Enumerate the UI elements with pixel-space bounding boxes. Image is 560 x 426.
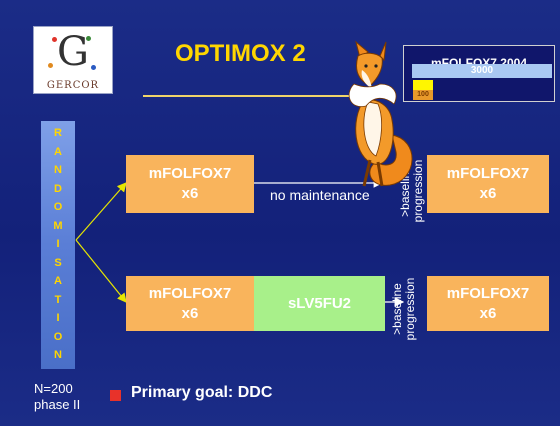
title-underline [143, 95, 383, 97]
slide-title: OPTIMOX 2 [175, 40, 306, 67]
arm1-maintenance-text: no maintenance [270, 187, 370, 203]
dose-bar-label: 3000 [470, 65, 494, 76]
arm1-induction-name: mFOLFOX7 [148, 165, 232, 182]
arm2-induction-name: mFOLFOX7 [148, 285, 232, 302]
arm2-maintenance-box: sLV5FU2 [254, 276, 385, 331]
arm2-induction-cycles: x6 [181, 305, 199, 322]
logo-letter: G [57, 29, 89, 75]
arrow-to-arm1 [75, 182, 127, 241]
arm1-reintroduction-box: mFOLFOX7 x6 [427, 155, 549, 213]
randomisation-letter: M [53, 219, 63, 232]
arm1-reintro-name: mFOLFOX7 [446, 165, 530, 182]
fox-illustration [348, 40, 413, 187]
randomisation-letter: A [54, 145, 62, 158]
gercor-logo: G GERCOR [33, 26, 113, 94]
arm1-reintro-cycles: x6 [479, 185, 497, 202]
randomisation-letter: T [54, 293, 62, 306]
randomisation-letter: S [54, 256, 62, 269]
bullet-square-icon [110, 390, 121, 401]
randomisation-letter: O [53, 201, 63, 213]
arm1-induction-box: mFOLFOX7 x6 [126, 155, 254, 213]
study-phase: phase II [34, 397, 81, 412]
arm2-progression-label: >baseline progression [390, 257, 417, 361]
sample-size-n: N=200 [34, 381, 73, 396]
arm2-reintroduction-box: mFOLFOX7 x6 [427, 276, 549, 331]
logo-dot-blue [91, 65, 96, 70]
randomisation-letter: I [56, 312, 60, 324]
arm2-reintro-cycles: x6 [479, 305, 497, 322]
arm1-induction-cycles: x6 [181, 185, 199, 202]
randomisation-letter: O [53, 330, 63, 343]
logo-dot-green [86, 36, 91, 41]
randomisation-letter: R [54, 127, 62, 139]
arm2-induction-box: mFOLFOX7 x6 [126, 276, 254, 331]
sample-size: N=200 phase II [34, 381, 80, 413]
logo-name: GERCOR [46, 80, 100, 91]
randomisation-letter: N [54, 164, 62, 176]
randomisation-letter: D [54, 182, 62, 195]
logo-dot-red [52, 37, 57, 42]
arm2-progression-line2: progression [403, 277, 417, 341]
dose-bar: 3000 [412, 64, 552, 78]
randomisation-letter: I [56, 238, 60, 250]
dose-bar-orange-segment: 100 [413, 90, 433, 100]
arm2-reintro-name: mFOLFOX7 [446, 285, 530, 302]
randomisation-letter: N [54, 349, 62, 361]
primary-goal: Primary goal: DDC [131, 384, 273, 401]
arrow-to-arm2 [75, 239, 127, 303]
randomisation-letter: A [54, 275, 62, 287]
dose-bar-yellow-segment [413, 80, 433, 90]
logo-dot-orange [48, 63, 53, 68]
